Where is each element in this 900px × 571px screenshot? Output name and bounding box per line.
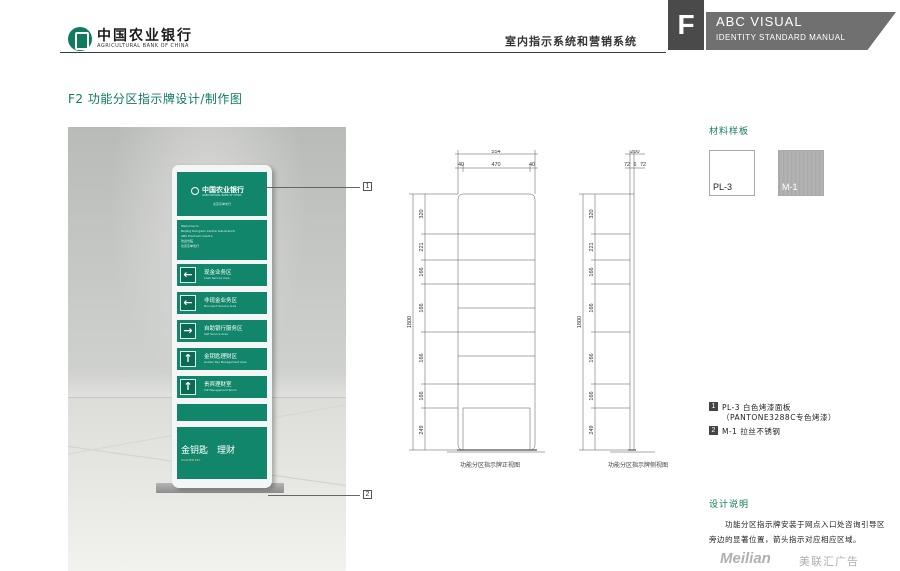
golden-key-logo: 金钥匙 bbox=[181, 446, 209, 456]
callout-leader-line bbox=[268, 495, 360, 496]
dim-side-seg: 249 bbox=[589, 425, 595, 434]
sign-direction-row: ← 非现金业务区 Non-Cash Service Area bbox=[177, 292, 267, 314]
arrow-up-icon: ↑ bbox=[180, 351, 196, 367]
description-body: 功能分区指示牌安装于网点入口处咨询引导区旁边的显著位置，箭头指示对应相应区域。 bbox=[709, 520, 885, 544]
dim-front-seg: 166 bbox=[419, 391, 425, 400]
wealth-logo: 理财 bbox=[217, 446, 236, 456]
manual-title-band bbox=[706, 12, 896, 50]
legend-number: 1 bbox=[709, 402, 718, 411]
area-name-cn: 现金业务区 bbox=[204, 270, 232, 276]
area-name-en: Golden Key Management Area bbox=[204, 360, 247, 364]
callout-marker: 1 bbox=[363, 182, 372, 191]
section-subtitle: 室内指示系统和营销系统 bbox=[505, 35, 637, 48]
area-name-en: Cash Service Area bbox=[204, 276, 230, 280]
dim-side-seg: 320 bbox=[589, 209, 595, 218]
dim-front-seg: 166 bbox=[419, 353, 425, 362]
welcome-line: 欢迎光临 bbox=[181, 239, 194, 243]
materials-title: 材料样板 bbox=[709, 127, 750, 137]
dim-side-part: 6 bbox=[633, 162, 636, 168]
sign-direction-row: ↑ 金钥匙理财区 Golden Key Management Area bbox=[177, 348, 267, 370]
arrow-left-icon: ← bbox=[180, 267, 196, 283]
arrow-up-icon: ↑ bbox=[180, 379, 196, 395]
sign-render-image: 中国农业银行 AGRICULTURAL BANK OF CHINA 北京东单支行… bbox=[68, 127, 346, 571]
swatch-m1-label: M-1 bbox=[782, 182, 798, 192]
sign-base-plate bbox=[156, 483, 284, 493]
legend-line: M-1 拉丝不锈钢 bbox=[722, 427, 781, 436]
sign-direction-row: ← 现金业务区 Cash Service Area bbox=[177, 264, 267, 286]
dim-front-right: 40 bbox=[529, 162, 535, 168]
dim-side-seg: 166 bbox=[589, 391, 595, 400]
legend-line: PL-3 白色烤漆面板 bbox=[722, 403, 791, 412]
side-view-outline bbox=[629, 193, 635, 451]
welcome-line: ABC Premium Centre bbox=[181, 234, 213, 238]
bank-name-cn: 中国农业银行 bbox=[97, 28, 193, 44]
dim-side-part: 72 bbox=[624, 162, 630, 168]
callout-leader-line bbox=[264, 187, 360, 188]
welcome-line: Beijing Dongdan Centre Sub-branch bbox=[181, 229, 235, 233]
sign-direction-row: ↑ 贵宾理财室 VIP Management Room bbox=[177, 376, 267, 398]
bank-name-en: AGRICULTURAL BANK OF CHINA bbox=[97, 43, 189, 49]
dim-front-left: 40 bbox=[458, 162, 464, 168]
sign-branch-name: 北京东单支行 bbox=[213, 202, 232, 206]
dim-front-seg: 166 bbox=[419, 303, 425, 312]
area-name-en: Self Service Area bbox=[204, 332, 228, 336]
front-view-caption: 功能分区指示牌正视图 bbox=[460, 462, 521, 469]
front-view-outline bbox=[457, 193, 536, 451]
dim-front-inner: 470 bbox=[491, 162, 500, 168]
manual-subtitle: IDENTITY STANDARD MANUAL bbox=[716, 33, 846, 42]
welcome-line: 北京东单支行 bbox=[181, 244, 200, 248]
header-divider bbox=[60, 52, 666, 53]
page-title: F2 功能分区指示牌设计/制作图 bbox=[68, 92, 243, 106]
sign-bank-name-cn: 中国农业银行 bbox=[202, 186, 244, 194]
manual-title: ABC VISUAL bbox=[716, 14, 803, 29]
area-name-cn: 贵宾理财室 bbox=[204, 382, 232, 388]
dim-front-seg: 166 bbox=[419, 267, 425, 276]
swatch-pl3-label: PL-3 bbox=[713, 182, 733, 192]
area-name-cn: 金钥匙理财区 bbox=[204, 354, 238, 360]
watermark-text: 美联汇广告 bbox=[799, 555, 859, 568]
dim-front-seg: 249 bbox=[419, 425, 425, 434]
dim-front-seg: 221 bbox=[419, 242, 425, 251]
dim-side-seg: 166 bbox=[589, 303, 595, 312]
sign-bank-name-en: AGRICULTURAL BANK OF CHINA bbox=[202, 194, 242, 197]
dim-front-seg: 320 bbox=[419, 209, 425, 218]
legend-number: 2 bbox=[709, 426, 718, 435]
dim-side-seg: 221 bbox=[589, 242, 595, 251]
dim-side-seg: 166 bbox=[589, 267, 595, 276]
sign-logo-panel: 中国农业银行 AGRICULTURAL BANK OF CHINA 北京东单支行 bbox=[177, 172, 267, 216]
sign-blank-panel bbox=[177, 404, 267, 421]
dim-side-height: 1800 bbox=[577, 316, 583, 328]
sign-direction-row: → 自助银行服务区 Self Service Area bbox=[177, 320, 267, 342]
legend-line: （PANTONE3288C专色烤漆） bbox=[722, 413, 836, 422]
golden-key-sub: GOLDEN KEY bbox=[181, 458, 201, 462]
directional-sign: 中国农业银行 AGRICULTURAL BANK OF CHINA 北京东单支行… bbox=[172, 165, 272, 488]
chapter-letter: F bbox=[668, 0, 704, 50]
swatch-m1 bbox=[778, 150, 824, 196]
description-title: 设计说明 bbox=[709, 500, 750, 510]
sign-welcome-panel: Welcome to Beijing Dongdan Centre Sub-br… bbox=[177, 220, 267, 260]
welcome-line: Welcome to bbox=[181, 224, 199, 228]
area-name-en: Non-Cash Service Area bbox=[204, 304, 237, 308]
area-name-cn: 非现金业务区 bbox=[204, 298, 238, 304]
technical-drawings: 554 40 470 40 1800 320 221 166 166 166 1… bbox=[407, 150, 655, 453]
dim-front-height: 1800 bbox=[407, 316, 413, 328]
dim-front-width: 554 bbox=[491, 150, 500, 155]
area-name-cn: 自助银行服务区 bbox=[204, 326, 243, 332]
callout-marker: 2 bbox=[363, 490, 372, 499]
side-view-caption: 功能分区指示牌侧视图 bbox=[608, 462, 669, 469]
arrow-left-icon: ← bbox=[180, 295, 196, 311]
area-name-en: VIP Management Room bbox=[204, 388, 237, 392]
sign-abc-logo-icon bbox=[191, 187, 199, 195]
watermark-logo: Meilian bbox=[720, 550, 771, 567]
arrow-right-icon: → bbox=[180, 323, 196, 339]
abc-logo-icon bbox=[68, 27, 92, 51]
dim-side-width: 200 bbox=[630, 150, 639, 155]
dim-side-seg: 166 bbox=[589, 353, 595, 362]
dim-side-part: 72 bbox=[640, 162, 646, 168]
swatch-pl3 bbox=[709, 150, 755, 196]
sign-bottom-panel: 金钥匙 理财 GOLDEN KEY bbox=[177, 427, 267, 479]
